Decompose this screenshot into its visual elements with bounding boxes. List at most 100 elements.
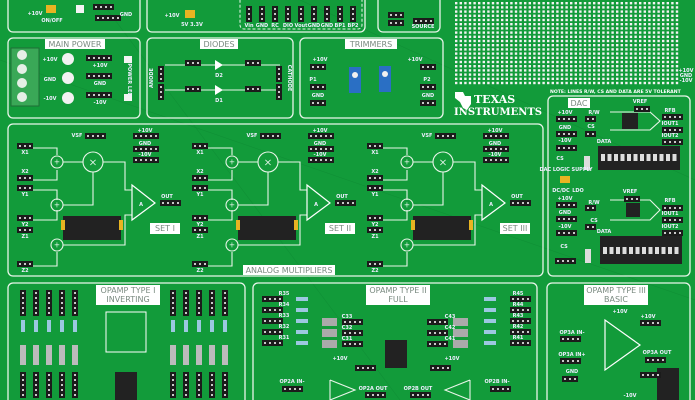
pin	[362, 367, 364, 369]
dip-switch-toggle[interactable]	[616, 247, 620, 254]
test-point[interactable]	[62, 72, 74, 84]
pin-header[interactable]	[160, 200, 181, 206]
pin-header[interactable]	[430, 365, 451, 371]
test-point[interactable]	[62, 53, 74, 65]
trimmer-p1[interactable]	[349, 67, 361, 93]
dip-switch-toggle[interactable]	[674, 247, 679, 254]
dip-switch-toggle[interactable]	[601, 154, 605, 161]
pin-header[interactable]	[435, 133, 456, 139]
dip-switch-toggle[interactable]	[668, 247, 672, 254]
proto-pad	[593, 31, 596, 34]
pin-header[interactable]	[640, 320, 661, 326]
proto-pad	[468, 14, 472, 17]
dip-switch-toggle[interactable]	[655, 247, 659, 254]
pin-header[interactable]	[510, 340, 531, 346]
dip-switch-toggle[interactable]	[614, 154, 618, 161]
pin-header[interactable]	[260, 133, 281, 139]
pin-header[interactable]	[662, 217, 683, 223]
proto-pad	[666, 39, 669, 43]
pin-header[interactable]	[262, 318, 283, 324]
pin-header[interactable]	[662, 139, 683, 145]
pin-header[interactable]	[585, 131, 596, 137]
pin-header[interactable]	[427, 319, 448, 325]
dip-switch-toggle[interactable]	[627, 154, 631, 161]
proto-pad	[574, 18, 577, 22]
test-point[interactable]	[62, 92, 74, 104]
proto-pad	[464, 56, 467, 59]
dip-switch-toggle[interactable]	[620, 154, 625, 161]
pin-header[interactable]	[556, 116, 577, 122]
voltage-select-jumper[interactable]	[185, 10, 195, 18]
pin-header[interactable]	[585, 224, 596, 230]
pin-header[interactable]	[585, 116, 596, 122]
pin-header[interactable]	[645, 357, 666, 363]
pin-header[interactable]	[555, 258, 576, 264]
proto-pad	[468, 77, 472, 80]
pin-header[interactable]	[556, 145, 577, 151]
cs-button[interactable]	[584, 156, 590, 170]
pin-header[interactable]	[85, 133, 106, 139]
pin-header[interactable]	[510, 318, 531, 324]
proto-pad	[570, 48, 573, 51]
dip-switch-toggle[interactable]	[666, 154, 670, 161]
dip-switch-toggle[interactable]	[629, 247, 633, 254]
pin-header[interactable]	[282, 386, 303, 392]
pin-header[interactable]	[510, 329, 531, 335]
pin-header[interactable]	[556, 230, 577, 236]
proto-pad	[639, 52, 642, 55]
pin-header[interactable]	[342, 319, 363, 325]
pin-header[interactable]	[427, 330, 448, 336]
pin-header[interactable]	[662, 114, 683, 120]
dip-switch-toggle[interactable]	[648, 247, 653, 254]
dip-switch-toggle[interactable]	[607, 154, 612, 161]
pin-header[interactable]	[560, 336, 581, 342]
pin-header[interactable]	[640, 372, 661, 378]
dip-switch-toggle[interactable]	[603, 247, 607, 254]
proto-pad	[551, 10, 554, 13]
dip-switch-toggle[interactable]	[640, 154, 644, 161]
pin-header[interactable]	[410, 392, 431, 398]
pin-header[interactable]	[510, 296, 531, 302]
pin	[563, 118, 565, 120]
pin-header[interactable]	[556, 216, 577, 222]
pin-header[interactable]	[262, 307, 283, 313]
pin-header[interactable]	[662, 205, 683, 211]
pin-header[interactable]	[335, 200, 356, 206]
pin-header[interactable]	[413, 18, 434, 24]
pin-header[interactable]	[262, 296, 283, 302]
pin-header[interactable]	[556, 202, 577, 208]
dip-switch-toggle[interactable]	[642, 247, 646, 254]
trimmer-p2[interactable]	[379, 66, 391, 92]
pin-header[interactable]	[342, 341, 363, 347]
dip-switch-toggle[interactable]	[622, 247, 627, 254]
dip-switch-toggle[interactable]	[659, 154, 664, 161]
pin-header[interactable]	[93, 4, 114, 10]
pin-header[interactable]	[490, 386, 511, 392]
pin-header[interactable]	[510, 200, 531, 206]
proto-pad	[634, 69, 637, 72]
dip-switch-toggle[interactable]	[653, 154, 657, 161]
proto-pad	[464, 48, 467, 51]
dip-switch-toggle[interactable]	[633, 154, 638, 161]
pin-header[interactable]	[427, 341, 448, 347]
pin-header[interactable]	[365, 392, 386, 398]
dip-switch-toggle[interactable]	[635, 247, 640, 254]
pin-header[interactable]	[556, 131, 577, 137]
pin-header[interactable]	[342, 330, 363, 336]
logic-supply-jumper[interactable]	[560, 176, 570, 183]
power-switch-jumper[interactable]	[46, 5, 56, 13]
dip-switch-toggle[interactable]	[672, 154, 677, 161]
pin-header[interactable]	[510, 307, 531, 313]
pin-header[interactable]	[585, 205, 596, 211]
cs-button[interactable]	[585, 249, 591, 263]
pin-header[interactable]	[662, 127, 683, 133]
pin-header[interactable]	[355, 365, 376, 371]
dip-switch-toggle[interactable]	[609, 247, 614, 254]
pin-header[interactable]	[560, 358, 581, 364]
pin-header[interactable]	[262, 340, 283, 346]
dip-switch-toggle[interactable]	[661, 247, 666, 254]
pin	[252, 88, 254, 90]
pin-header[interactable]	[662, 230, 683, 236]
dip-switch-toggle[interactable]	[646, 154, 651, 161]
pin-header[interactable]	[262, 329, 283, 335]
